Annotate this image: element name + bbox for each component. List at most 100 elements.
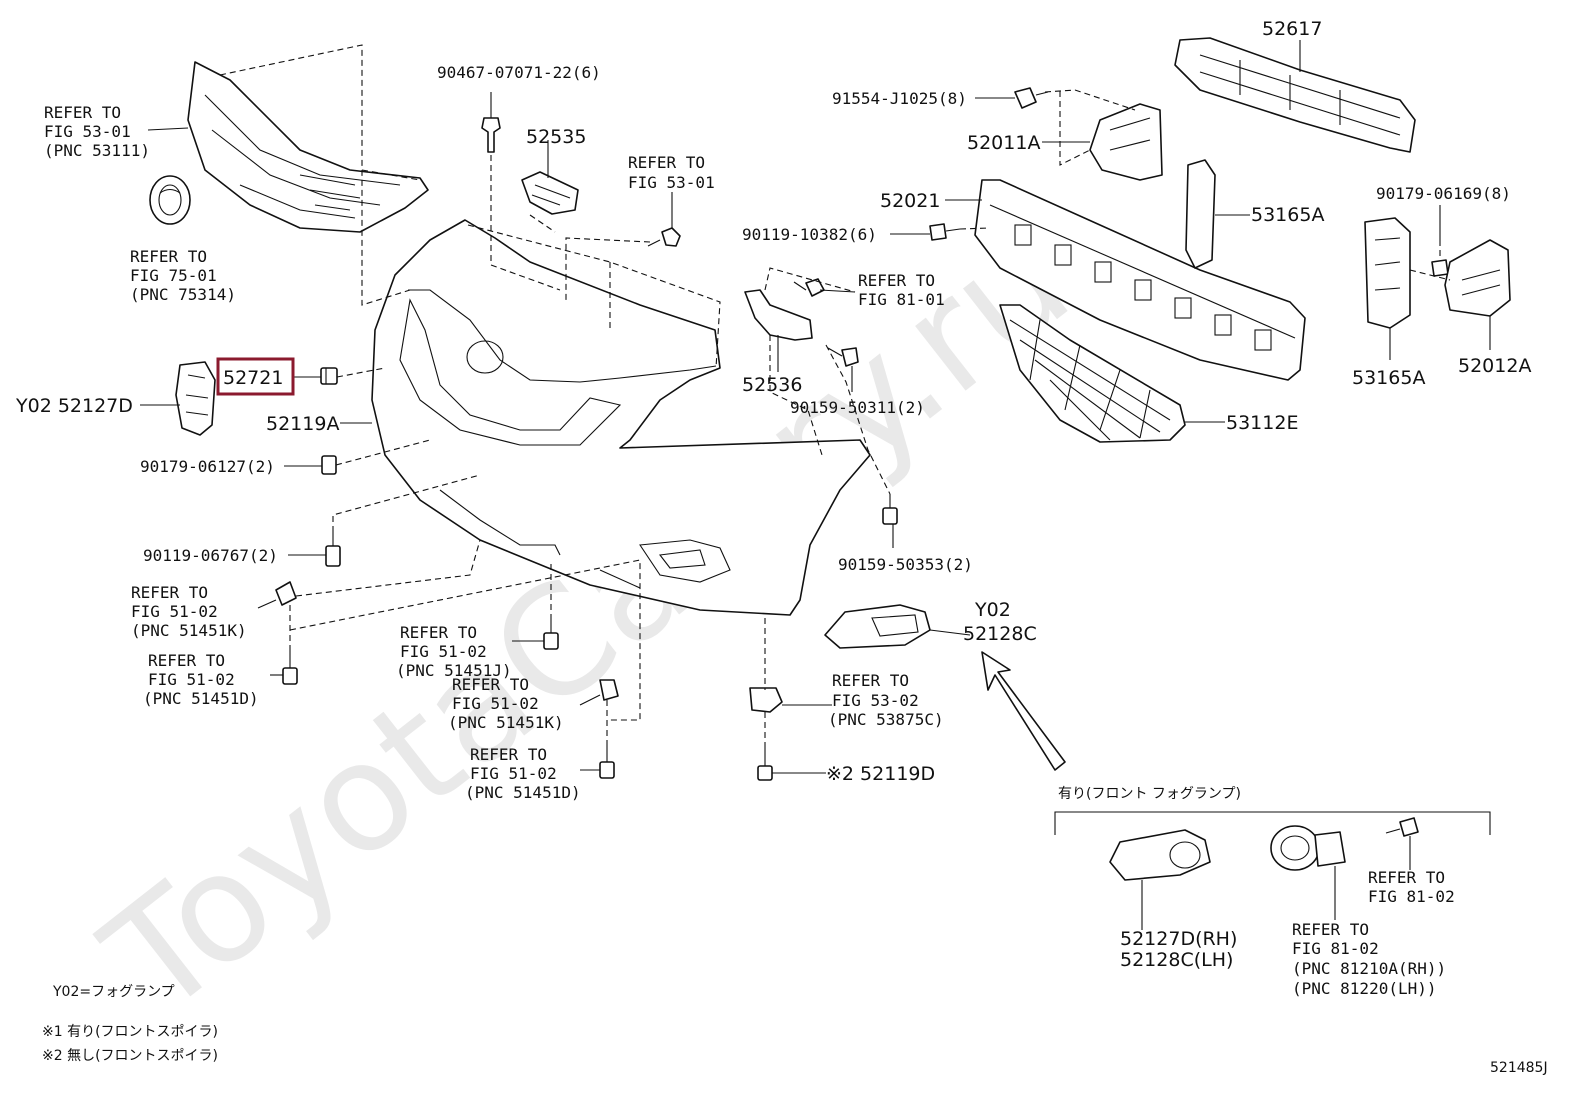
fog-cover-part[interactable] (824, 604, 931, 649)
callout-refer-53-01-top[interactable]: REFER TO FIG 53-01 (PNC 53111) (44, 103, 150, 160)
fog-lamp-unit-part[interactable] (1270, 825, 1346, 871)
bolt-90119-06767-icon (325, 532, 341, 567)
callout-refer-81-01[interactable]: REFER TO FIG 81-01 (858, 271, 945, 309)
callout-y02-52128c[interactable]: Y02 52128C (963, 599, 1037, 645)
svg-text:(PNC 51451K): (PNC 51451K) (448, 713, 564, 732)
callout-91554-j1025[interactable]: 91554-J1025(8) (832, 89, 967, 108)
bolt-51451d-mid-icon (599, 744, 615, 779)
clip-52721-part[interactable] (320, 367, 338, 385)
fasteners (275, 87, 1449, 837)
callout-refer-51-02-k-mid[interactable]: REFER TO FIG 51-02 (PNC 51451K) (448, 675, 564, 732)
callout-refer-51-02-d-mid[interactable]: REFER TO FIG 51-02 (PNC 51451D) (465, 745, 581, 802)
callout-52535[interactable]: 52535 (526, 126, 586, 148)
legend: Y02=フォグランプ ※1 有り(フロントスポイラ) ※2 無し(フロントスポイ… (42, 984, 218, 1064)
legend-note-1: ※1 有り(フロントスポイラ) (42, 1024, 218, 1040)
highlight-box (216, 357, 295, 396)
callouts: REFER TO FIG 53-01 (PNC 53111) REFER TO … (15, 18, 1531, 998)
bracket-53165a-top-part[interactable] (1185, 159, 1216, 269)
callout-90467-07071-22[interactable]: 90467-07071-22(6) (437, 63, 601, 82)
callout-52119d[interactable]: ※2 52119D (826, 763, 935, 785)
pointer-arrow-icon (981, 651, 1066, 771)
clip-90179-06127-part[interactable] (321, 455, 337, 475)
bracket-52536-part[interactable] (744, 289, 813, 341)
callout-fog-pair[interactable]: 52127D(RH) 52128C(LH) (1120, 928, 1237, 971)
svg-text:FIG 51-02: FIG 51-02 (400, 642, 487, 661)
svg-text:REFER TO: REFER TO (452, 675, 529, 694)
bolt-81-01-icon (793, 278, 825, 297)
callout-refer-75-01[interactable]: REFER TO FIG 75-01 (PNC 75314) (130, 247, 236, 304)
callout-refer-81-02-b[interactable]: REFER TO FIG 81-02 (PNC 81210A(RH)) (PNC… (1292, 920, 1446, 998)
lower-grille-part[interactable] (999, 304, 1186, 443)
callout-90119-06767[interactable]: 90119-06767(2) (143, 546, 278, 565)
callout-90159-50353[interactable]: 90159-50353(2) (838, 555, 973, 574)
callout-90119-10382[interactable]: 90119-10382(6) (742, 225, 877, 244)
screw-52119d-icon (757, 746, 773, 781)
bracket-52012a-part[interactable] (1444, 239, 1511, 317)
callout-y02-52127d[interactable]: Y02 52127D (15, 395, 133, 417)
svg-text:REFER TO: REFER TO (400, 623, 477, 642)
svg-text:FIG 81-02: FIG 81-02 (1292, 939, 1379, 958)
svg-text:FIG 51-02: FIG 51-02 (148, 670, 235, 689)
retainer-53875c-icon (749, 687, 783, 713)
callout-52721-highlighted[interactable]: 52721 (216, 357, 295, 396)
svg-text:REFER TO: REFER TO (628, 153, 705, 172)
callout-53165a-bottom[interactable]: 53165A (1352, 367, 1425, 389)
svg-text:REFER TO: REFER TO (1368, 868, 1445, 887)
upper-grille-part[interactable] (187, 61, 429, 233)
callout-53112e[interactable]: 53112E (1226, 412, 1298, 434)
legend-y02: Y02=フォグランプ (52, 984, 175, 1000)
callout-refer-51-02-k-left[interactable]: REFER TO FIG 51-02 (PNC 51451K) (131, 583, 247, 640)
assembly-lines (219, 44, 1451, 746)
svg-text:REFER TO: REFER TO (44, 103, 121, 122)
bolt-90467-icon (481, 117, 501, 153)
callout-52119a[interactable]: 52119A (266, 413, 339, 435)
svg-text:FIG 53-02: FIG 53-02 (832, 691, 919, 710)
callout-refer-51-02-d-left[interactable]: REFER TO FIG 51-02 (PNC 51451D) (143, 651, 259, 708)
bracket-52535-part[interactable] (521, 171, 579, 215)
svg-text:FIG 51-02: FIG 51-02 (470, 764, 557, 783)
bracket-52011a-part[interactable] (1089, 103, 1163, 181)
side-bracket-part[interactable] (175, 361, 216, 436)
bolt-81-02-icon (1385, 817, 1419, 837)
callout-90159-50311[interactable]: 90159-50311(2) (790, 398, 925, 417)
fog-lamp-group-header: 有り(フロント フォグランプ) (1058, 786, 1241, 802)
callout-90179-06169[interactable]: 90179-06169(8) (1376, 184, 1511, 203)
callout-52536[interactable]: 52536 (742, 374, 802, 396)
callout-refer-81-02-a[interactable]: REFER TO FIG 81-02 (1368, 868, 1455, 906)
absorber-52617-part[interactable] (1174, 37, 1416, 153)
svg-text:REFER TO: REFER TO (130, 247, 207, 266)
callout-52012a[interactable]: 52012A (1458, 355, 1531, 377)
emblem-part[interactable] (149, 175, 191, 225)
bracket-53165a-bottom-part[interactable] (1364, 217, 1411, 329)
svg-text:(PNC 53111): (PNC 53111) (44, 141, 150, 160)
callout-90179-06127[interactable]: 90179-06127(2) (140, 457, 275, 476)
svg-text:Y02: Y02 (974, 599, 1011, 621)
callout-52617[interactable]: 52617 (1262, 18, 1322, 40)
svg-text:REFER TO: REFER TO (1292, 920, 1369, 939)
reinforcement-52021-part[interactable] (974, 179, 1306, 381)
svg-text:52128C: 52128C (963, 623, 1037, 645)
leader-lines (140, 40, 1491, 930)
svg-text:REFER TO: REFER TO (832, 671, 909, 690)
nut-51451k-left-icon (275, 581, 297, 606)
svg-text:(PNC 51451D): (PNC 51451D) (143, 689, 259, 708)
svg-text:FIG 75-01: FIG 75-01 (130, 266, 217, 285)
svg-text:52721: 52721 (223, 367, 283, 389)
svg-text:REFER TO: REFER TO (858, 271, 935, 290)
bumper-cover-part[interactable] (371, 219, 871, 616)
svg-text:(PNC 51451K): (PNC 51451K) (131, 621, 247, 640)
callout-refer-53-01-mid[interactable]: REFER TO FIG 53-01 (628, 153, 715, 192)
svg-text:(PNC 75314): (PNC 75314) (130, 285, 236, 304)
bolt-90119-10382-icon (929, 223, 961, 241)
fog-lamp-rh-cover-part[interactable] (1109, 829, 1211, 881)
callout-52021[interactable]: 52021 (880, 190, 940, 212)
callout-refer-51-02-j[interactable]: REFER TO FIG 51-02 (PNC 51451J) (396, 623, 512, 680)
svg-text:52127D(RH): 52127D(RH) (1120, 928, 1237, 950)
nut-90179-06169-icon (1431, 259, 1449, 277)
callout-53165a-top[interactable]: 53165A (1251, 204, 1324, 226)
nut-51451k-mid-icon (599, 679, 619, 701)
callout-52011a[interactable]: 52011A (967, 132, 1040, 154)
svg-text:FIG 53-01: FIG 53-01 (628, 173, 715, 192)
callout-refer-53-02[interactable]: REFER TO FIG 53-02 (PNC 53875C) (828, 671, 944, 729)
